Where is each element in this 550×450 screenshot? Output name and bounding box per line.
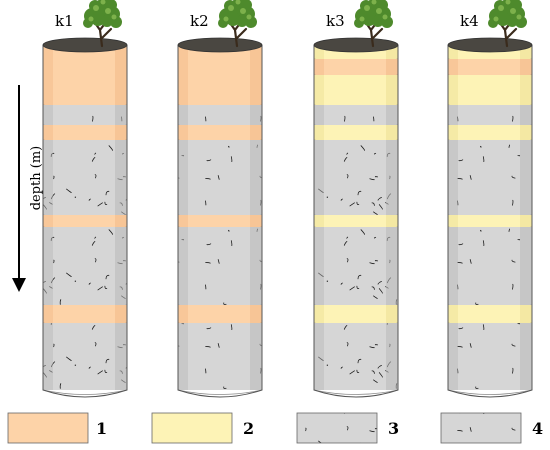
soil-layer-gray4 — [178, 140, 262, 215]
legend-swatch — [7, 412, 89, 444]
soil-layer-gray3 — [43, 140, 127, 215]
tree-icon — [83, 0, 122, 48]
tree-icon — [354, 0, 393, 48]
soil-layer-orange — [178, 215, 262, 227]
soil-layer-yellow — [448, 215, 532, 227]
soil-layer-orange — [43, 125, 127, 140]
soil-layer-yellow — [448, 305, 532, 323]
column-top-surface — [313, 37, 399, 53]
column-top-surface — [42, 37, 128, 53]
soil-layer-gray4 — [178, 227, 262, 305]
soil-layer-orange — [178, 125, 262, 140]
soil-layer-gray4 — [448, 105, 532, 125]
soil-layer-yellow — [314, 215, 398, 227]
soil-column: k2 — [177, 0, 263, 398]
soil-layer-orange — [178, 45, 262, 105]
soil-layer-gray3 — [314, 323, 398, 390]
soil-layer-orange — [178, 305, 262, 323]
legend: 1 2 3 4 — [7, 412, 543, 444]
soil-layer-orange — [448, 59, 532, 75]
soil-layer-gray3 — [314, 140, 398, 215]
columns: k1 k2 k3 k4 — [42, 0, 533, 398]
soil-layer-orange — [43, 215, 127, 227]
soil-layer-gray3 — [43, 323, 127, 390]
soil-layer-gray4 — [448, 140, 532, 215]
soil-layer-gray4 — [178, 105, 262, 125]
soil-layer-yellow — [448, 125, 532, 140]
legend-item: 2 — [151, 412, 254, 444]
soil-column: k3 — [313, 0, 399, 398]
column-label: k1 — [55, 12, 74, 30]
soil-layer-yellow — [314, 305, 398, 323]
soil-layer-gray4 — [314, 105, 398, 125]
soil-layer-yellow — [314, 125, 398, 140]
column-top-surface — [447, 37, 533, 53]
soil-layer-gray4 — [178, 323, 262, 390]
legend-label: 2 — [243, 419, 254, 438]
column-label: k4 — [460, 12, 479, 30]
soil-column: k4 — [447, 0, 533, 398]
legend-item: 1 — [7, 412, 107, 444]
legend-item: 4 — [440, 412, 543, 444]
soil-layer-gray3 — [314, 227, 398, 305]
legend-item: 3 — [296, 412, 399, 444]
soil-layer-yellow — [448, 75, 532, 105]
column-label: k3 — [326, 12, 345, 30]
legend-swatch — [296, 412, 378, 444]
depth-axis-label: depth (m) — [29, 146, 44, 211]
tree-icon — [218, 0, 257, 48]
depth-axis: depth (m) — [12, 85, 44, 292]
column-top-surface — [177, 37, 263, 53]
legend-label: 1 — [96, 419, 107, 438]
tree-icon — [488, 0, 527, 48]
column-label: k2 — [190, 12, 209, 30]
soil-layer-gray4 — [448, 323, 532, 390]
soil-layer-gray3 — [43, 227, 127, 305]
legend-swatch — [151, 412, 233, 444]
soil-layer-orange — [43, 45, 127, 105]
depth-arrow-head — [12, 278, 26, 292]
legend-label: 3 — [388, 419, 399, 438]
soil-layer-yellow — [314, 75, 398, 105]
soil-layer-gray4 — [448, 227, 532, 305]
soil-layer-orange — [43, 305, 127, 323]
soil-layer-orange — [314, 59, 398, 75]
legend-label: 4 — [532, 419, 543, 438]
soil-column: k1 — [42, 0, 128, 398]
legend-swatch — [440, 412, 522, 444]
soil-layer-gray4 — [43, 105, 127, 125]
